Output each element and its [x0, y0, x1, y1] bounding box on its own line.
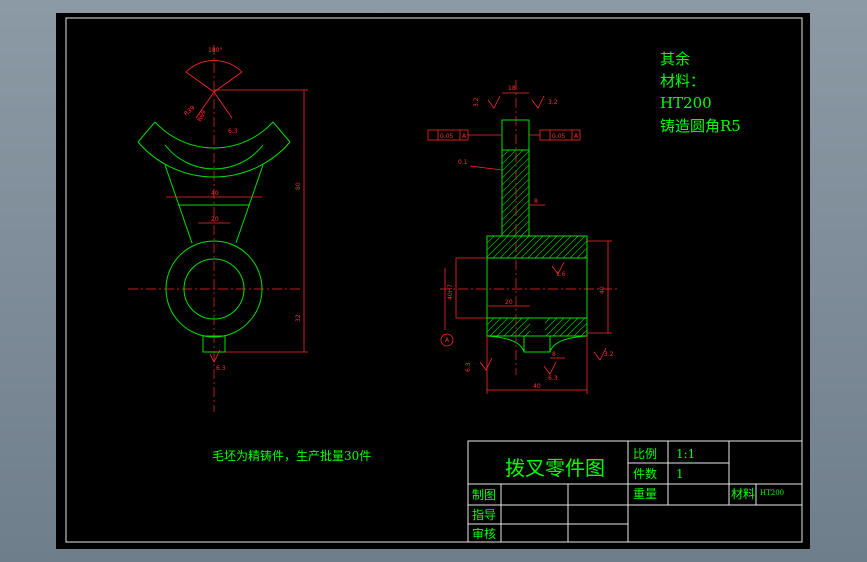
roughness-1-6: 1.6 [556, 271, 566, 278]
scale-value: 1:1 [676, 447, 695, 461]
count-value: 1 [676, 467, 684, 481]
weight-label: 重量 [633, 487, 657, 501]
hatch-line [502, 150, 517, 165]
hatch-line [531, 318, 551, 336]
scale-label: 比例 [633, 447, 657, 461]
hatch-line [487, 236, 495, 244]
front-view: 180° R39 R69 6.3 40 20 80 32 6.3 [128, 45, 308, 412]
hatch-line [576, 247, 587, 258]
hatch-line [492, 236, 516, 258]
hatch-line [545, 318, 565, 336]
section-view: 18 3.2 3.2 0.05 A 0.05 A 0.1 8 40 40H7 A [427, 80, 620, 394]
width-dim-40: 40 [211, 190, 219, 197]
hatch-line [506, 213, 529, 236]
hatch-line [538, 318, 558, 336]
hatch-line [559, 318, 579, 336]
hatch-line [524, 318, 544, 336]
section-dim-20: 20 [505, 299, 513, 306]
hatch-line [496, 318, 516, 336]
hatch-line [548, 236, 572, 258]
tol-left-datum: A [462, 133, 467, 140]
hatch-line [502, 164, 529, 193]
hatch-line [499, 236, 523, 258]
roughness-b1: 6.3 [465, 362, 472, 372]
hatch-line [487, 236, 488, 237]
hatch-line [520, 227, 529, 236]
hatch-line [552, 318, 572, 336]
section-dim-40b: 40 [533, 383, 541, 390]
hatch-line [520, 236, 544, 258]
section-dim-40v: 40 [599, 286, 606, 294]
drawn-label: 制图 [472, 488, 496, 502]
tol-left: 0.05 [440, 133, 454, 140]
material-label: 材料 [731, 487, 755, 501]
guide-label: 指导 [472, 507, 496, 522]
note-line-4: 铸造圆角R5 [660, 117, 741, 135]
section-dim-dia: 40H7 [447, 284, 454, 300]
roughness-bottom: 6.3 [216, 365, 226, 372]
hatch-line [517, 318, 537, 336]
tol-right: 0.05 [552, 133, 566, 140]
review-label: 审核 [472, 526, 496, 541]
outer-frame [65, 17, 803, 543]
technical-notes: 其余 材料： HT200 铸造圆角R5 [660, 50, 741, 135]
roughness-b3: 6.3 [548, 375, 558, 382]
section-dim-18: 18 [508, 85, 516, 92]
drawing-sheet [56, 13, 810, 549]
hatch-line [487, 318, 502, 336]
height-dim-80: 80 [295, 182, 302, 190]
hatch-line [506, 236, 530, 258]
hatch-line [510, 318, 530, 336]
hatch-line [534, 236, 558, 258]
dim-8: 8 [534, 198, 538, 205]
width-dim-20: 20 [211, 216, 219, 223]
hatch-line [527, 236, 551, 258]
chamfer-dim: 0.1 [458, 159, 468, 166]
hatch-line [502, 171, 529, 200]
hatch-line [513, 236, 537, 258]
section-dim-8: 8 [552, 351, 556, 358]
note-line-2: 材料： [660, 72, 705, 90]
title-block: 拨叉零件图 比例 1:1 件数 1 重量 材料 HT200 制图 指导 审核 [467, 440, 803, 543]
hatch-line [487, 318, 488, 336]
tol-right-datum: A [574, 133, 579, 140]
roughness-left: 3.2 [473, 97, 480, 107]
bottom-note: 毛坯为精铸件，生产批量30件 [212, 448, 371, 463]
hatch-line [569, 240, 587, 258]
drawing-title: 拨叉零件图 [505, 456, 605, 480]
hatch-line [527, 234, 529, 236]
roughness-right: 3.2 [548, 99, 558, 106]
radius-dim-1: R39 [183, 104, 197, 117]
hatch-line [566, 318, 586, 336]
hatch-line [580, 318, 587, 336]
hatch-line [502, 206, 529, 235]
hatch-line [489, 318, 509, 336]
material-value: HT200 [760, 489, 784, 497]
hatch-line [562, 236, 586, 258]
radius-dim-2: R69 [196, 109, 207, 123]
hatch-line [502, 199, 529, 228]
hatch-line [502, 150, 529, 179]
roughness-b2: 3.2 [604, 351, 614, 358]
note-line-1: 其余 [660, 50, 690, 68]
angle-dim: 180° [208, 47, 222, 54]
note-line-3: HT200 [660, 94, 712, 112]
hatch-line [503, 318, 523, 336]
height-dim-32: 32 [295, 314, 302, 322]
hatch-line [513, 220, 529, 236]
hatch-line [502, 150, 524, 172]
hatch-line [573, 318, 587, 336]
count-label: 件数 [633, 466, 657, 481]
hatch-line [487, 318, 495, 336]
hatch-line [487, 236, 509, 258]
hatch-line [502, 178, 529, 207]
hatch-line [487, 236, 502, 251]
datum-circle: A [445, 337, 450, 344]
hatch-line [541, 236, 565, 258]
hatch-line [555, 236, 579, 258]
roughness-dim-1: 6.3 [228, 128, 238, 135]
hatch-line [502, 185, 529, 214]
hatch-line [502, 157, 529, 186]
